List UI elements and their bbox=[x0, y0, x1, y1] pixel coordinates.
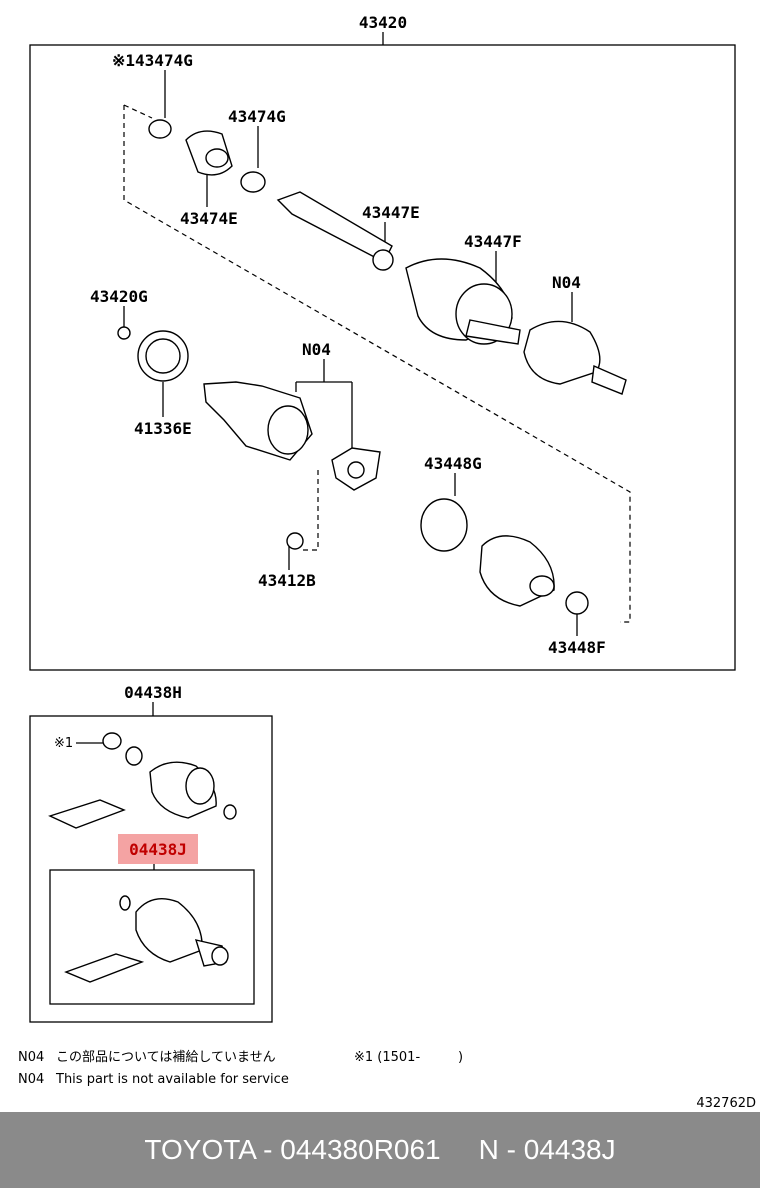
part-label-43474g-2[interactable]: 43474G bbox=[228, 107, 286, 126]
grease-packet-drawing bbox=[48, 799, 126, 829]
shaft-end-drawing bbox=[465, 319, 521, 345]
grease-packet-drawing bbox=[64, 953, 145, 983]
snap-ring-drawing bbox=[286, 532, 304, 550]
note-en-code: N04 bbox=[18, 1072, 44, 1087]
snap-ring-drawing bbox=[117, 326, 131, 340]
dashed-boundary bbox=[123, 105, 631, 623]
highlight-frame bbox=[49, 869, 255, 1005]
part-label-43447f[interactable]: 43447F bbox=[464, 232, 522, 251]
clamp-ring-drawing bbox=[211, 946, 229, 966]
note-jp-mark: ※1 (1501- bbox=[354, 1050, 420, 1065]
footer-brand-part-number: TOYOTA - 044380R061 bbox=[144, 1134, 441, 1165]
assembly-frame bbox=[29, 44, 736, 671]
outer-shaft-drawing bbox=[591, 364, 627, 395]
kit-frame bbox=[29, 715, 273, 1023]
damper-hole-drawing bbox=[205, 148, 229, 168]
parts-diagram: 43420 ※143474G 43474G 43474E 43447E 4344… bbox=[18, 13, 756, 1111]
diagram-id: 432762D bbox=[696, 1096, 756, 1111]
highlight-label[interactable]: 04438J bbox=[129, 840, 187, 859]
clamp-ring-drawing bbox=[125, 746, 143, 766]
part-label-43474g-1[interactable]: ※143474G bbox=[112, 51, 193, 70]
footer-bar: TOYOTA - 044380R061 N - 04438J bbox=[0, 1112, 760, 1188]
dashed-boundary-top bbox=[123, 104, 153, 119]
part-label-43420g[interactable]: 43420G bbox=[90, 287, 148, 306]
snap-ring-drawing bbox=[119, 895, 131, 911]
part-label-43474e[interactable]: 43474E bbox=[180, 209, 238, 228]
highlight-box bbox=[118, 834, 198, 864]
boot-neck-drawing bbox=[529, 575, 555, 597]
bracket-leader bbox=[295, 359, 353, 450]
boot-drawing bbox=[523, 320, 601, 385]
clamp-ring-drawing bbox=[565, 591, 589, 615]
part-label-41336e[interactable]: 41336E bbox=[134, 419, 192, 438]
note-jp-text: この部品については補給していません bbox=[56, 1050, 276, 1065]
tripod-center-drawing bbox=[347, 461, 365, 479]
assembly-label[interactable]: 43420 bbox=[359, 13, 407, 32]
note-jp-mark-close: ) bbox=[458, 1050, 463, 1065]
note-en-text: This part is not available for service bbox=[55, 1072, 289, 1087]
kit-mark: ※1 bbox=[54, 736, 73, 751]
boot-band-drawing bbox=[420, 498, 468, 552]
note-jp-code: N04 bbox=[18, 1050, 44, 1065]
part-label-43412b[interactable]: 43412B bbox=[258, 571, 316, 590]
clamp-ring-drawing bbox=[102, 732, 122, 750]
clamp-ring-drawing bbox=[372, 249, 394, 271]
seal-ring-inner-drawing bbox=[145, 338, 181, 374]
part-label-n04-2[interactable]: N04 bbox=[302, 340, 331, 359]
footer-part-code: N - 04438J bbox=[478, 1134, 616, 1165]
clamp-ring-drawing bbox=[148, 119, 172, 139]
dashed-boundary-inner bbox=[302, 470, 319, 551]
part-label-43447e[interactable]: 43447E bbox=[362, 203, 420, 222]
part-label-43448g[interactable]: 43448G bbox=[424, 454, 482, 473]
part-label-43448f[interactable]: 43448F bbox=[548, 638, 606, 657]
kit-band-drawing bbox=[185, 767, 215, 805]
part-label-n04-1[interactable]: N04 bbox=[552, 273, 581, 292]
outer-boot-drawing bbox=[135, 898, 203, 963]
clamp-ring-drawing bbox=[240, 171, 266, 193]
snap-ring-drawing bbox=[223, 804, 237, 820]
joint-housing-drawing bbox=[267, 405, 309, 455]
kit-label[interactable]: 04438H bbox=[124, 683, 182, 702]
